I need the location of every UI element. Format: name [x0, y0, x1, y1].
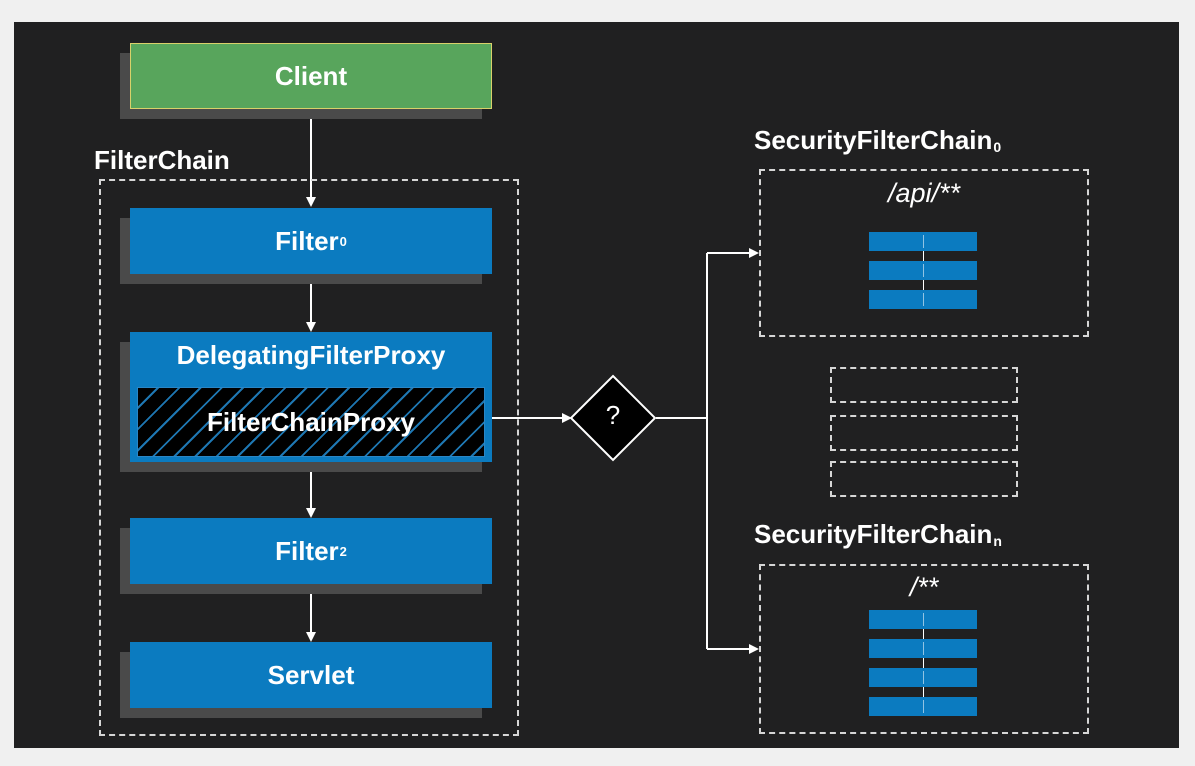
security-chain-n-row-tick	[923, 613, 924, 626]
security-chain-n-pattern: /**	[909, 572, 939, 602]
filter-chain-title: FilterChain	[94, 145, 230, 175]
filter2-subscript: 2	[339, 543, 347, 559]
security-chain-n-row-tick	[923, 700, 924, 713]
security-chain-0-row-tick	[923, 293, 924, 306]
security-chain-0-row-tick	[923, 235, 924, 248]
filter-chain-proxy-box: FilterChainProxy	[137, 387, 485, 457]
security-chain-n-row-tick	[923, 671, 924, 684]
security-chain-n-title: SecurityFilterChainn	[754, 519, 1002, 550]
security-chain-0-row-tick	[923, 264, 924, 277]
client-box: Client	[130, 43, 492, 109]
filter0-subscript: 0	[339, 233, 347, 249]
placeholder-chain	[830, 367, 1018, 403]
security-chain-n-label: SecurityFilterChain	[754, 519, 993, 549]
filter-chain-proxy-label: FilterChainProxy	[206, 406, 416, 437]
delegating-filter-proxy-label: DelegatingFilterProxy	[176, 340, 446, 370]
placeholder-chain	[830, 461, 1018, 497]
filter2-label: Filter	[275, 535, 339, 566]
connector-lines	[306, 108, 759, 654]
security-chain-0-row-link	[923, 280, 924, 290]
security-chain-0-subscript: 0	[993, 139, 1002, 155]
security-chain-n-row-tick	[923, 642, 924, 655]
security-chain-n-row-link	[923, 629, 924, 639]
security-chain-0-container	[759, 169, 1089, 337]
security-chain-n-subscript: n	[993, 533, 1002, 549]
servlet-label: Servlet	[267, 659, 355, 690]
filter0-label: Filter	[275, 225, 339, 256]
security-chain-0-pattern: /api/**	[887, 178, 961, 208]
security-chain-n-row-link	[923, 687, 924, 697]
security-chain-0-row-link	[923, 251, 924, 261]
security-chain-0-label: SecurityFilterChain	[754, 125, 993, 155]
filter-chain-container	[99, 179, 519, 736]
security-chain-n-container	[759, 564, 1089, 734]
client-label: Client	[274, 60, 348, 91]
decision-label: ?	[605, 400, 621, 430]
security-chain-0-title: SecurityFilterChain0	[754, 125, 1001, 156]
servlet-box: Servlet	[130, 642, 492, 708]
decision-diamond	[569, 374, 657, 462]
placeholder-chain	[830, 415, 1018, 451]
security-chain-n-row-link	[923, 658, 924, 668]
